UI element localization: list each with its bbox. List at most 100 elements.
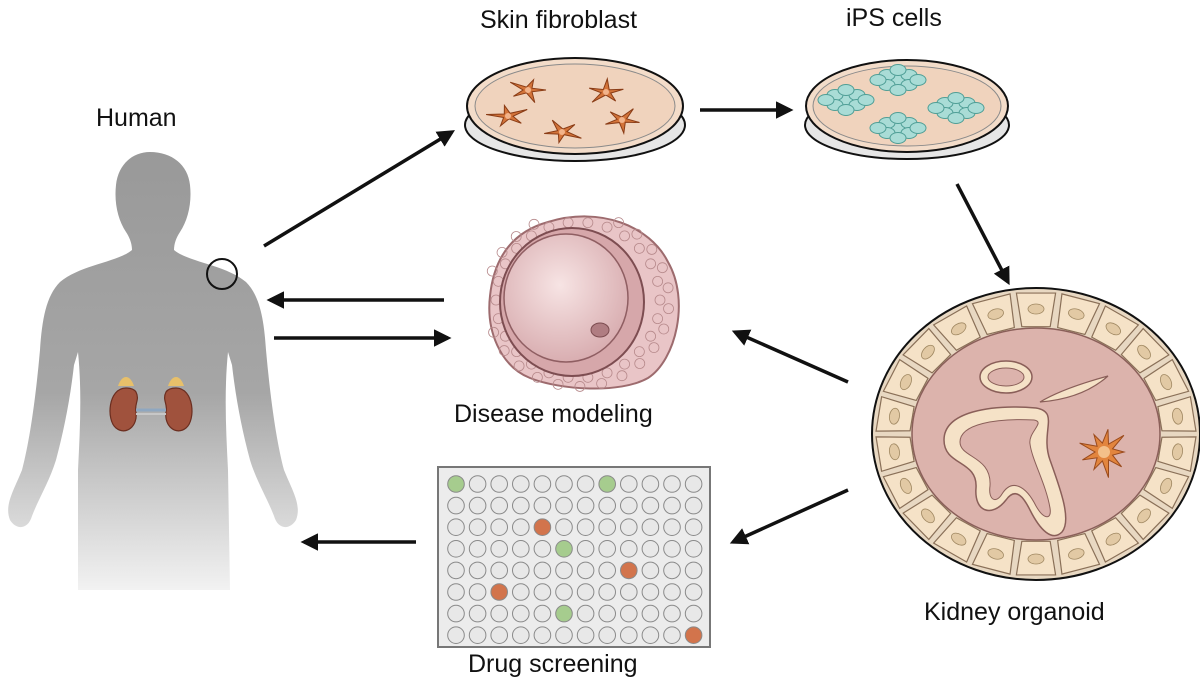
plate-well	[620, 604, 638, 623]
human-silhouette	[8, 152, 298, 590]
plate-well	[620, 518, 638, 537]
plate-well	[641, 626, 660, 645]
plate-well	[576, 561, 595, 580]
plate-well	[490, 626, 509, 645]
plate-well	[468, 561, 487, 580]
plate-well	[598, 475, 617, 493]
plate-well	[447, 604, 465, 623]
plate-well	[576, 583, 595, 601]
plate-well	[663, 626, 681, 645]
label-kidney-organoid: Kidney organoid	[924, 598, 1105, 626]
plate-well	[490, 604, 509, 623]
plate-well	[663, 496, 681, 515]
plate-well	[555, 561, 573, 580]
plate-well	[641, 518, 660, 537]
plate-well	[598, 561, 617, 580]
plate-well	[684, 626, 703, 645]
plate-well	[576, 626, 595, 645]
plate-well	[598, 496, 617, 515]
plate-well	[533, 475, 552, 493]
plate-well	[684, 496, 703, 515]
plate-well	[663, 475, 681, 493]
disease-model-cyst	[486, 215, 680, 392]
plate-well	[468, 475, 487, 493]
plate-well	[620, 540, 638, 558]
plate-well	[641, 604, 660, 623]
well-plate	[437, 466, 711, 648]
plate-well	[512, 561, 530, 580]
plate-well	[533, 561, 552, 580]
arrows	[263, 101, 1010, 551]
plate-well	[512, 540, 530, 558]
ips-colony	[817, 84, 875, 116]
plate-well	[533, 604, 552, 623]
plate-well	[490, 475, 509, 493]
plate-well	[598, 604, 617, 623]
plate-well	[447, 496, 465, 515]
plate-well	[512, 475, 530, 493]
plate-well	[468, 540, 487, 558]
organoid-star-cell	[1079, 429, 1126, 478]
plate-well	[576, 475, 595, 493]
plate-well	[512, 604, 530, 623]
ips-colony	[927, 92, 985, 124]
arrow-organoid-to-disease	[731, 329, 849, 384]
plate-well	[663, 540, 681, 558]
plate-well	[512, 583, 530, 601]
plate-well	[555, 604, 573, 623]
plate-well	[684, 540, 703, 558]
plate-well	[468, 626, 487, 645]
plate-well	[620, 496, 638, 515]
plate-well	[555, 475, 573, 493]
plate-well	[684, 518, 703, 537]
plate-well	[684, 604, 703, 623]
human-figure	[8, 152, 298, 590]
plate-well	[447, 626, 465, 645]
plate-well	[598, 626, 617, 645]
ips-colony	[869, 64, 927, 96]
plate-well	[663, 518, 681, 537]
plate-well	[663, 561, 681, 580]
label-ips-cells: iPS cells	[846, 4, 942, 32]
label-disease-modeling: Disease modeling	[454, 400, 653, 428]
plate-well	[576, 540, 595, 558]
plate-well	[576, 518, 595, 537]
label-drug-screening: Drug screening	[468, 650, 638, 678]
kidneys-icon	[109, 377, 193, 432]
plate-well	[576, 496, 595, 515]
plate-well	[533, 583, 552, 601]
plate-well	[620, 626, 638, 645]
label-skin-fibroblast: Skin fibroblast	[480, 6, 638, 34]
plate-well	[641, 496, 660, 515]
plate-well	[684, 475, 703, 493]
arrow-organoid-to-screening	[729, 488, 849, 545]
plate-well	[468, 496, 487, 515]
plate-well	[490, 583, 509, 601]
ips-colony	[869, 112, 927, 144]
plate-well	[490, 496, 509, 515]
plate-well	[641, 475, 660, 493]
plate-well	[684, 583, 703, 601]
plate-well	[512, 626, 530, 645]
plate-well	[598, 518, 617, 537]
plate-well	[684, 561, 703, 580]
arrow-ips-to-organoid	[955, 183, 1010, 286]
plate-well	[555, 496, 573, 515]
plate-well	[620, 583, 638, 601]
plate-well	[663, 583, 681, 601]
plate-well	[663, 604, 681, 623]
plate-well	[598, 583, 617, 601]
plate-well	[447, 518, 465, 537]
plate-well	[447, 475, 465, 493]
plate-well	[533, 496, 552, 515]
plate-well	[555, 583, 573, 601]
plate-well	[512, 518, 530, 537]
plate-well	[468, 518, 487, 537]
plate-well	[555, 626, 573, 645]
plate-well	[598, 540, 617, 558]
plate-well	[490, 518, 509, 537]
plate-well	[490, 561, 509, 580]
fibroblast-dish	[464, 57, 686, 162]
plate-well	[447, 583, 465, 601]
